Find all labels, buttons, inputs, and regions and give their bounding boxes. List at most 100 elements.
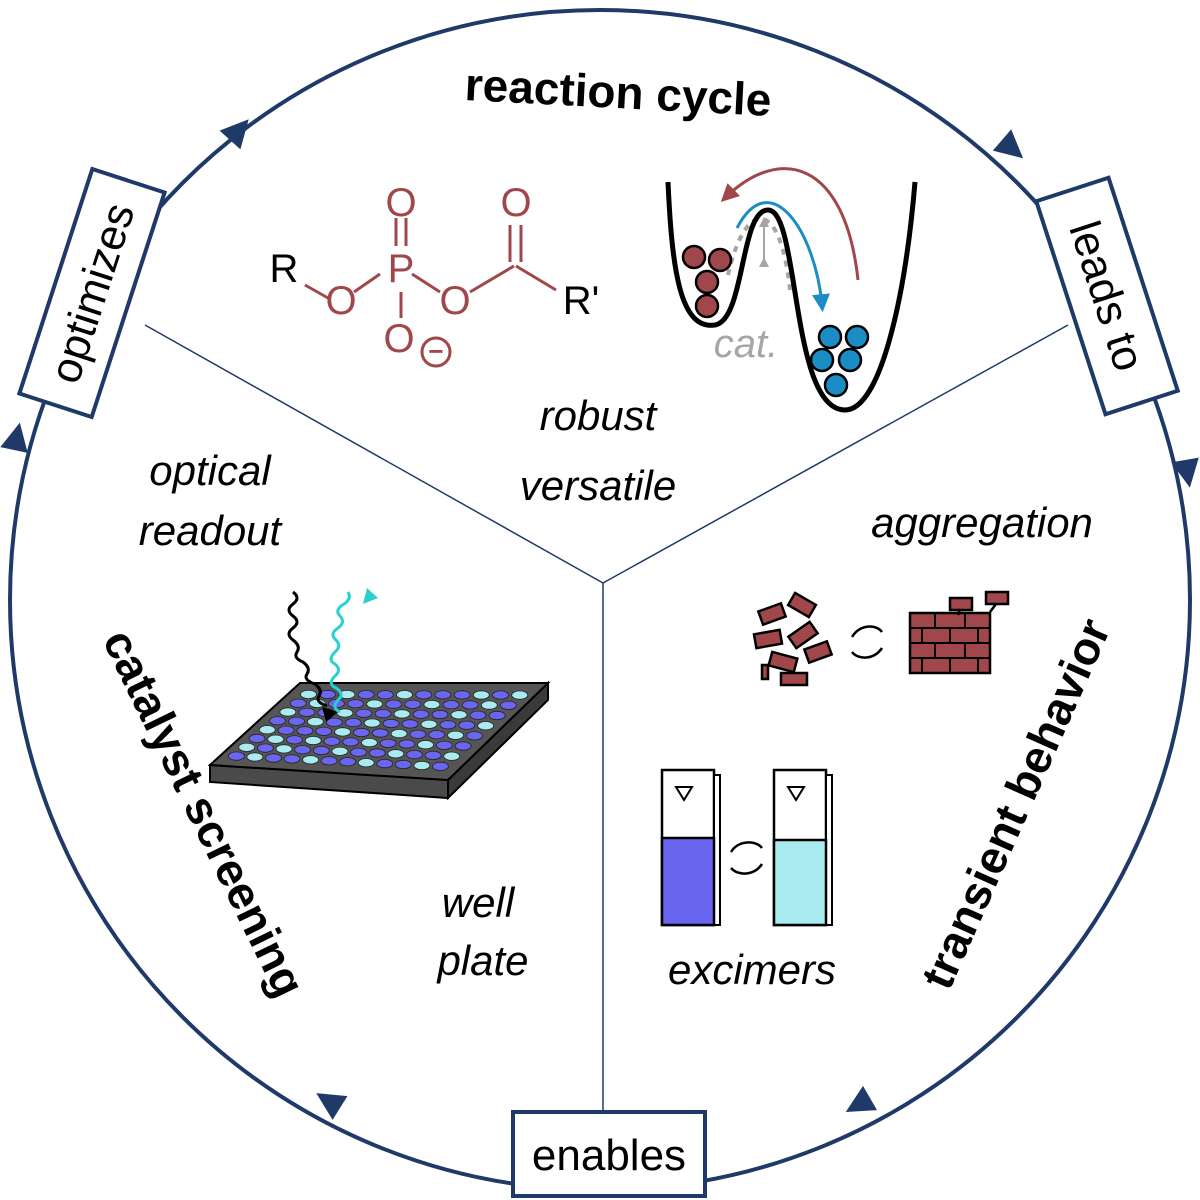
well	[277, 725, 295, 735]
well	[288, 716, 305, 726]
well	[406, 749, 423, 760]
note-well: well	[442, 879, 516, 926]
well	[423, 699, 441, 710]
well	[424, 750, 442, 761]
acyl-phosphate-structure: R O P O O − O O R'	[270, 181, 600, 368]
well	[286, 735, 303, 745]
cycle-arrowheads	[0, 119, 1199, 1120]
well	[461, 700, 479, 710]
well	[390, 728, 408, 739]
well	[302, 755, 320, 765]
well	[431, 709, 449, 720]
molecule-O-ester-2: O	[439, 279, 470, 323]
cycle-arrow-bottom-left	[316, 1093, 348, 1120]
well	[265, 753, 282, 763]
well	[347, 699, 364, 709]
catalyzed-barrier	[726, 216, 792, 291]
molecule-O-double-P: O	[385, 181, 416, 225]
note-excimers: excimers	[668, 946, 836, 993]
well	[289, 698, 307, 708]
emitted-light-head	[363, 588, 378, 604]
note-optical: optical	[149, 447, 272, 494]
reverse-arrow	[720, 167, 860, 281]
well	[368, 748, 386, 758]
well	[412, 709, 430, 719]
well	[312, 745, 330, 756]
well	[431, 761, 449, 772]
well	[357, 689, 375, 700]
well	[469, 710, 487, 720]
cycle-circle	[8, 8, 1192, 1192]
connector-enables-label: enables	[532, 1131, 686, 1180]
well-plate	[207, 680, 551, 801]
well	[325, 717, 343, 727]
well	[283, 754, 301, 764]
well	[248, 733, 266, 744]
well	[267, 734, 285, 744]
molecule-O-anion: O	[383, 317, 414, 361]
well	[256, 743, 274, 753]
well	[488, 710, 506, 721]
molecule-R: R	[270, 247, 299, 291]
well	[306, 717, 324, 727]
excimer-cuvettes	[660, 768, 833, 927]
note-versatile: versatile	[520, 462, 676, 509]
well	[458, 720, 476, 730]
divider-left	[144, 324, 604, 584]
well	[417, 740, 435, 750]
well	[435, 740, 453, 750]
incident-light-head	[322, 707, 338, 722]
well	[492, 690, 509, 700]
connector-leads-to: leads to	[1033, 175, 1181, 417]
cycle-arrow-bottom-right	[845, 1085, 877, 1112]
well	[363, 718, 381, 728]
well	[342, 737, 360, 747]
emitted-light	[329, 591, 351, 714]
well	[371, 728, 389, 738]
well	[298, 707, 316, 717]
cycle-arrow-top-right	[992, 129, 1024, 159]
well	[334, 727, 352, 737]
connector-enables: enables	[511, 1110, 707, 1198]
well	[355, 708, 373, 718]
well	[398, 739, 416, 749]
catalyst-label: cat.	[714, 322, 778, 366]
negative-charge-circle	[420, 336, 452, 368]
well	[442, 700, 460, 710]
well	[336, 708, 354, 718]
molecule-O-double-C: O	[500, 181, 531, 225]
well	[394, 759, 412, 770]
note-robust: robust	[540, 392, 659, 439]
cycle-arrow-left	[0, 422, 28, 453]
forward-arrow	[735, 201, 830, 313]
well	[387, 749, 405, 759]
well	[499, 700, 517, 710]
product-particles	[809, 324, 870, 398]
well	[304, 735, 322, 746]
well	[409, 729, 427, 739]
title-reaction-cycle: reaction cycle	[464, 58, 773, 126]
brick-wall	[908, 590, 1010, 675]
well	[320, 756, 338, 766]
note-readout: readout	[139, 507, 284, 554]
molecule-R-prime: R'	[563, 279, 600, 323]
well	[279, 707, 297, 717]
well	[428, 730, 446, 740]
well	[357, 758, 375, 768]
well	[511, 690, 529, 700]
sector-dividers	[144, 324, 1069, 1112]
well-grid	[227, 689, 529, 772]
cycle-arrow-right	[1171, 457, 1199, 488]
aggregation-icon	[752, 590, 1010, 687]
well	[439, 720, 457, 730]
connector-optimizes: optimizes	[16, 166, 168, 420]
well	[350, 747, 367, 757]
well	[344, 717, 362, 728]
well	[450, 710, 468, 720]
well	[269, 716, 287, 726]
well	[374, 708, 392, 719]
well	[376, 758, 394, 769]
well	[443, 751, 461, 761]
well	[472, 690, 490, 700]
well	[379, 738, 397, 748]
